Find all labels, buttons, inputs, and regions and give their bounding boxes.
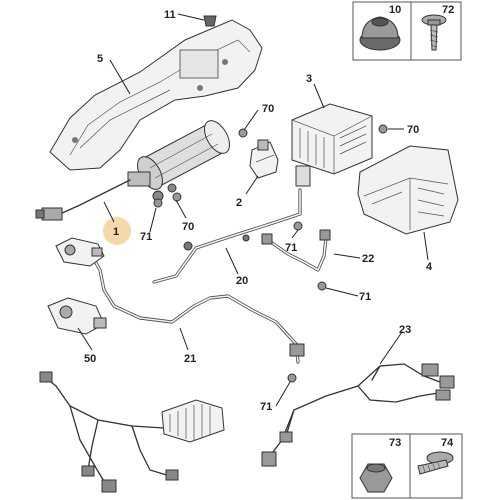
callout-5: 5 <box>97 53 103 65</box>
callout-4: 4 <box>426 261 433 273</box>
callout-74: 74 <box>441 437 454 449</box>
inset-part-10 <box>352 1 412 61</box>
callout-70-mid: 70 <box>407 124 419 136</box>
callout-73: 73 <box>389 437 401 449</box>
harness-23 <box>261 363 455 467</box>
callout-22: 22 <box>362 253 374 265</box>
sensor-connector <box>35 207 63 221</box>
callout-21: 21 <box>184 353 196 365</box>
inset-part-73 <box>351 433 411 499</box>
callout-70-low: 70 <box>182 221 194 233</box>
clip-70-top <box>238 128 248 138</box>
valve-assembly-50 <box>47 297 107 335</box>
callout-10: 10 <box>389 4 401 16</box>
valve-assembly-upper <box>55 237 105 267</box>
clip-70-low <box>172 192 182 202</box>
callout-3: 3 <box>306 73 312 85</box>
callout-71-d: 71 <box>260 401 272 413</box>
callout-72: 72 <box>442 4 454 16</box>
leader-lines <box>77 13 429 407</box>
callout-11: 11 <box>164 9 176 21</box>
callout-71-a: 71 <box>140 231 152 243</box>
pipe-22 <box>261 229 331 272</box>
ecu-3 <box>291 103 373 187</box>
bracket-5 <box>49 19 263 171</box>
sensor-wire <box>59 179 131 215</box>
callout-2: 2 <box>236 197 242 209</box>
clip-11 <box>203 15 217 27</box>
callout-20: 20 <box>236 275 248 287</box>
clip-70-mid <box>378 124 388 134</box>
clip-71-a <box>153 198 163 208</box>
canister-1 <box>127 120 230 202</box>
pipe-20 <box>152 188 302 284</box>
clip-71-d <box>287 373 297 383</box>
clip-71-c <box>317 281 327 291</box>
valve-2 <box>249 139 279 179</box>
callout-70-top: 70 <box>262 103 274 115</box>
callout-50: 50 <box>84 353 96 365</box>
callout-71-b: 71 <box>285 242 297 254</box>
callout-1: 1 <box>113 226 119 238</box>
cover-4 <box>357 145 459 235</box>
callout-71-c: 71 <box>359 291 371 303</box>
pipe-21 <box>90 254 305 364</box>
item-1-highlight <box>103 217 131 245</box>
inset-part-72 <box>410 1 462 61</box>
wiring-harness <box>39 371 225 493</box>
callout-23: 23 <box>399 324 411 336</box>
clip-71-b <box>293 221 303 231</box>
inset-part-74 <box>409 433 463 499</box>
